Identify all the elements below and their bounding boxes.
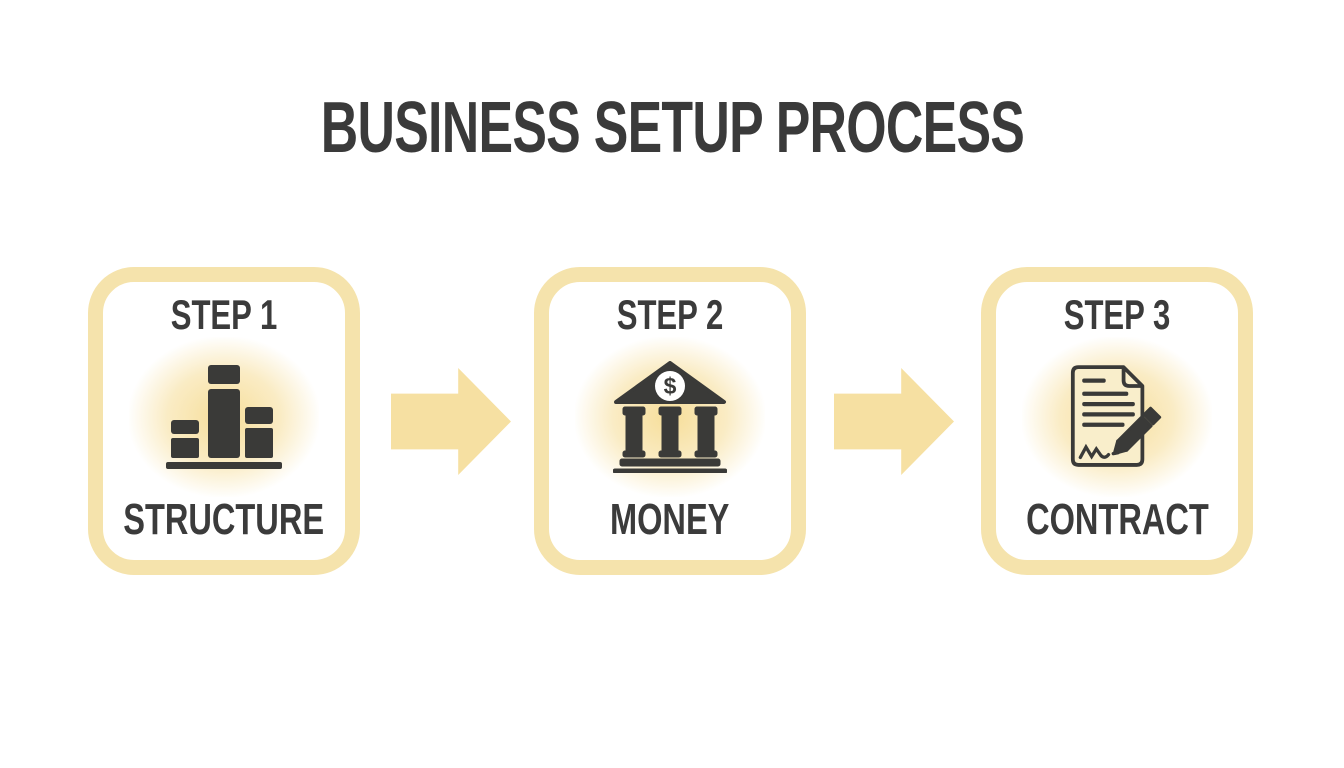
page-title-wrap: BUSINESS SETUP PROCESS bbox=[0, 92, 1344, 164]
bank-icon: $ bbox=[613, 360, 727, 473]
step-card-1: STEP 1 STRUCTURE bbox=[88, 267, 360, 575]
step-card-2: STEP 2 bbox=[534, 267, 806, 575]
dollar-circle bbox=[655, 370, 685, 401]
pen-icon bbox=[1112, 406, 1162, 455]
page-title: BUSINESS SETUP PROCESS bbox=[320, 88, 1024, 168]
step-2-icon-wrap: $ bbox=[549, 338, 791, 495]
step-3-name: CONTRACT bbox=[1025, 494, 1209, 544]
right-arrow-icon-1 bbox=[391, 368, 511, 475]
step-2-label: STEP 2 bbox=[616, 291, 724, 338]
step-3-icon-wrap bbox=[996, 338, 1238, 495]
step-1-label: STEP 1 bbox=[170, 291, 278, 338]
bar-chart-icon bbox=[166, 364, 282, 469]
right-arrow-icon-2 bbox=[834, 368, 954, 475]
step-3-label: STEP 3 bbox=[1063, 291, 1171, 338]
dollar-sign: $ bbox=[664, 373, 677, 399]
step-1-icon-wrap bbox=[103, 338, 345, 495]
step-2-name: MONEY bbox=[610, 494, 730, 544]
contract-signing-icon bbox=[1070, 365, 1162, 467]
step-1-name: STRUCTURE bbox=[123, 494, 325, 544]
step-card-3: STEP 3 bbox=[981, 267, 1253, 575]
